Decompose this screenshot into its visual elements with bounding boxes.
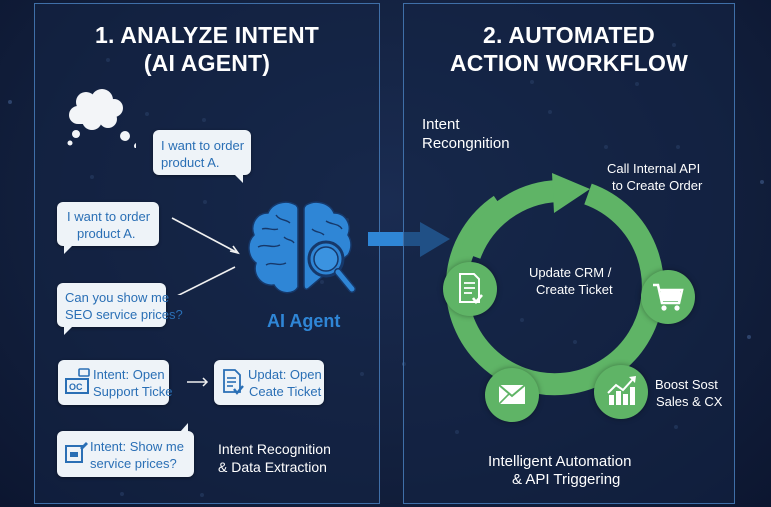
crm-label: Update CRM /: [529, 265, 612, 280]
svg-text:OC: OC: [69, 382, 83, 392]
automated-workflow-title: 2. AUTOMATED ACTION WORKFLOW: [404, 21, 734, 77]
intent-card: OC Intent: Open Support Ticke: [58, 360, 173, 405]
growth-chart-icon: [607, 376, 636, 405]
api-call-label: Call Internal API: [607, 161, 701, 176]
right-footer-line-2: & API Triggering: [512, 471, 621, 488]
user-message-bubble: I want to order product A.: [153, 130, 251, 183]
intent-recognition-label: Intent: [422, 116, 460, 133]
user-message-bubble: Can you show me SEO service prices?: [57, 283, 183, 335]
intent-card-text: Support Ticke: [93, 384, 173, 399]
intent-card: Updat: Open Ceate Ticket: [214, 360, 324, 405]
user-message-bubble: I want to order product A.: [57, 202, 159, 254]
boost-label: Sales & CX: [656, 394, 723, 409]
bubble-text: SEO service prices?: [65, 307, 183, 322]
ticket-chat-icon: OC: [65, 368, 90, 394]
intent-card: Intent: Show me service prices?: [57, 423, 194, 477]
intent-recognition-label: Recongnition: [422, 135, 510, 152]
thought-cloud-icon: [67, 89, 136, 148]
right-footer-line-1: Intelligent Automation: [488, 453, 632, 470]
intent-card-text: Ceate Ticket: [249, 384, 322, 399]
document-check-icon: [459, 273, 483, 305]
intent-card-text: service prices?: [90, 456, 177, 471]
crm-label: Create Ticket: [536, 282, 613, 297]
title-line-1: 1. ANALYZE INTENT: [94, 22, 320, 48]
cycle-node-cart: [641, 270, 695, 324]
cycle-node-document: [443, 262, 497, 316]
intent-card-text: Updat: Open: [248, 367, 322, 382]
shopping-cart-icon: [653, 283, 684, 311]
bubble-text: I want to order: [161, 138, 245, 153]
input-arrows: [171, 217, 240, 295]
intent-card-text: Intent: Show me: [90, 439, 184, 454]
boost-label: Boost Sost: [655, 377, 718, 392]
title-line-1: 2. AUTOMATED: [483, 22, 655, 48]
right-arrow-icon: [187, 377, 209, 387]
left-footer-line-1: Intent Recognition: [218, 441, 331, 457]
edit-form-icon: [65, 442, 88, 463]
title-line-2: (AI AGENT): [143, 50, 271, 76]
ai-agent-label: AI Agent: [267, 311, 341, 331]
brain-magnifier-icon: [248, 201, 356, 294]
bubble-text: product A.: [161, 155, 220, 170]
title-line-2: ACTION WORKFLOW: [449, 50, 689, 76]
cycle-node-chart: [594, 365, 648, 419]
bubble-text: Can you show me: [65, 290, 170, 305]
bubble-text: product A.: [77, 226, 136, 241]
left-footer-line-2: & Data Extraction: [218, 459, 327, 475]
bubble-text: I want to order: [67, 209, 151, 224]
analyze-intent-title: 1. ANALYZE INTENT (AI AGENT): [35, 21, 379, 77]
intent-card-text: Intent: Open: [93, 367, 165, 382]
api-call-label: to Create Order: [612, 178, 703, 193]
cycle-node-email: [485, 368, 539, 422]
envelope-icon: [498, 384, 526, 405]
document-check-icon: [223, 369, 244, 395]
